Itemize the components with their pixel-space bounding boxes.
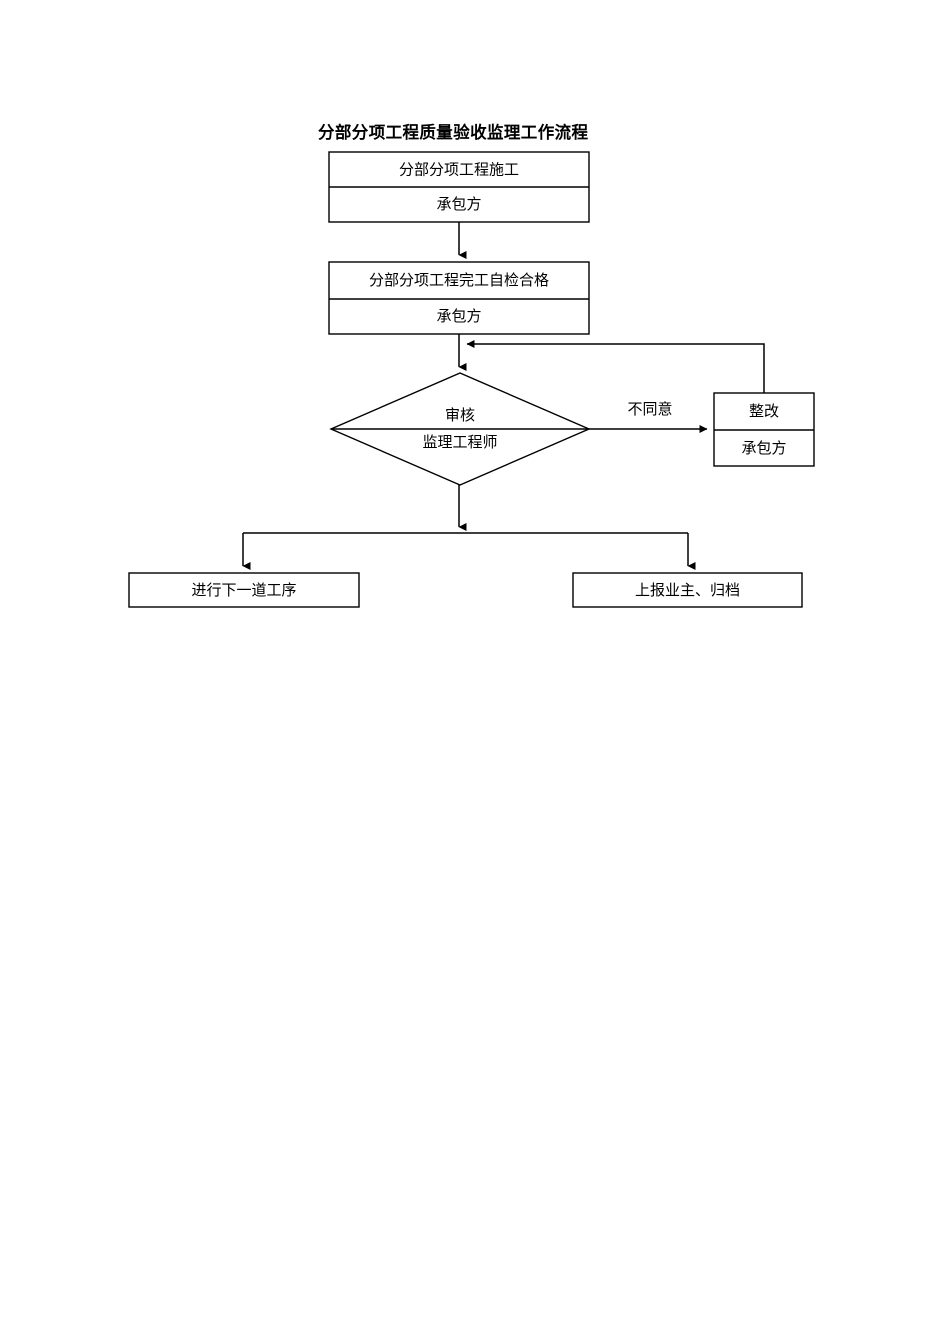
node-primary-label: 进行下一道工序 bbox=[191, 581, 296, 599]
node-report-archive[interactable]: 上报业主、归档 bbox=[572, 572, 803, 608]
edge-rectify-feedback-loop bbox=[466, 340, 765, 393]
node-construction[interactable]: 分部分项工程施工 承包方 bbox=[328, 151, 590, 223]
node-box bbox=[572, 572, 803, 608]
node-primary-label: 整改 bbox=[749, 402, 779, 420]
page-title: 分部分项工程质量验收监理工作流程 bbox=[318, 123, 589, 142]
node-box bbox=[128, 572, 360, 608]
node-secondary-label: 监理工程师 bbox=[422, 433, 497, 451]
node-secondary-label: 承包方 bbox=[741, 439, 786, 457]
node-selfcheck-passed[interactable]: 分部分项工程完工自检合格 承包方 bbox=[328, 261, 590, 335]
node-primary-label: 上报业主、归档 bbox=[635, 581, 740, 599]
node-primary-label: 分部分项工程施工 bbox=[399, 161, 519, 179]
node-secondary-label: 承包方 bbox=[436, 195, 481, 213]
edge-path bbox=[466, 340, 765, 393]
node-primary-label: 审核 bbox=[445, 406, 475, 424]
node-box bbox=[328, 261, 590, 335]
node-rectification[interactable]: 整改 承包方 bbox=[713, 392, 815, 467]
node-next-process[interactable]: 进行下一道工序 bbox=[128, 572, 360, 608]
node-secondary-label: 承包方 bbox=[436, 307, 481, 325]
node-primary-label: 分部分项工程完工自检合格 bbox=[369, 271, 549, 289]
edge-label-disagree: 不同意 bbox=[627, 400, 672, 418]
node-review-decision[interactable]: 审核 监理工程师 bbox=[329, 372, 591, 486]
